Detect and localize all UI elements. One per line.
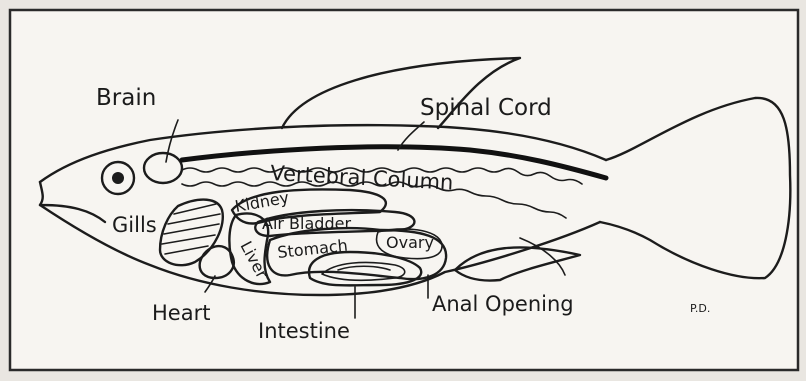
label-anal-opening: Anal Opening: [432, 292, 574, 316]
label-gills: Gills: [112, 213, 157, 237]
eye-pupil: [112, 172, 124, 184]
label-ovary: Ovary: [386, 233, 434, 252]
label-intestine: Intestine: [258, 319, 350, 343]
label-brain: Brain: [96, 85, 156, 111]
label-initials: P.D.: [690, 302, 710, 315]
label-air-bladder: Air Bladder: [262, 214, 351, 233]
label-heart: Heart: [152, 301, 210, 325]
label-spinal-cord: Spinal Cord: [420, 95, 552, 121]
